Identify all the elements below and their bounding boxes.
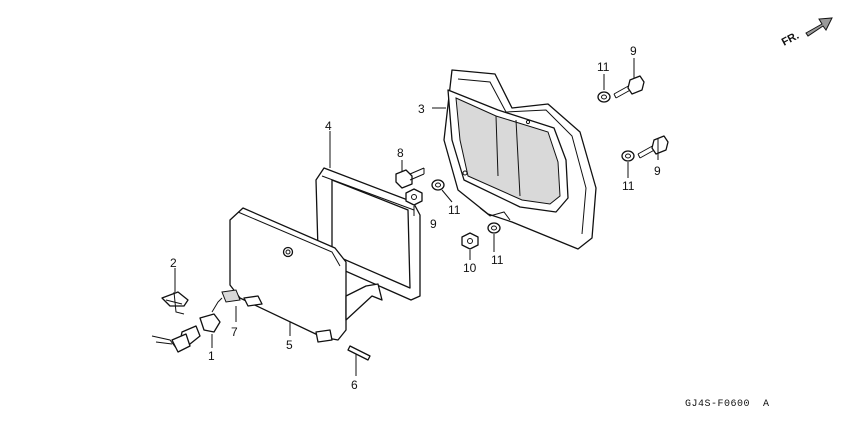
front-direction-marker: FR. (780, 17, 833, 49)
washer-11-c (597, 91, 611, 103)
front-arrow-icon (805, 17, 833, 37)
drawing-code: GJ4S-F0600 (685, 399, 750, 410)
front-direction-label: FR. (780, 30, 801, 49)
callout-7: 7 (231, 325, 238, 339)
callout-11-d: 11 (622, 179, 635, 193)
callout-labels: 2 1 7 5 6 4 3 8 9 11 10 11 11 9 11 9 (170, 44, 661, 392)
label-7 (221, 289, 241, 303)
leader-lines (174, 58, 659, 376)
drawing-reference: GJ4S-F0600 A (685, 399, 770, 410)
screw-9-lower (637, 135, 669, 159)
callout-2: 2 (170, 256, 177, 270)
bolt-8 (395, 167, 425, 189)
callout-9-lower: 9 (654, 164, 661, 178)
callout-6: 6 (351, 378, 358, 392)
nut-10-upper (405, 188, 423, 206)
clip-2 (161, 291, 189, 315)
callout-8: 8 (397, 146, 404, 160)
callout-10-lower: 10 (463, 261, 477, 275)
socket-1 (151, 297, 223, 353)
callout-11-a: 11 (448, 203, 461, 217)
washer-11-d (621, 150, 635, 162)
washer-11-b (487, 222, 501, 234)
pin-6 (347, 345, 371, 361)
washer-11-a (431, 179, 445, 191)
callout-10-upper: 9 (430, 217, 437, 231)
callout-11-b: 11 (491, 253, 504, 267)
callout-3: 3 (418, 102, 425, 116)
nut-10-lower (461, 232, 479, 250)
headlight-unit (229, 207, 383, 343)
callout-11-c: 11 (597, 60, 610, 74)
callout-5: 5 (286, 338, 293, 352)
callout-9-upper: 9 (630, 44, 637, 58)
headlight-case (443, 69, 597, 250)
screw-9-upper (613, 75, 645, 99)
callout-4: 4 (325, 119, 332, 133)
callout-1: 1 (208, 349, 215, 363)
drawing-suffix: A (763, 399, 770, 410)
